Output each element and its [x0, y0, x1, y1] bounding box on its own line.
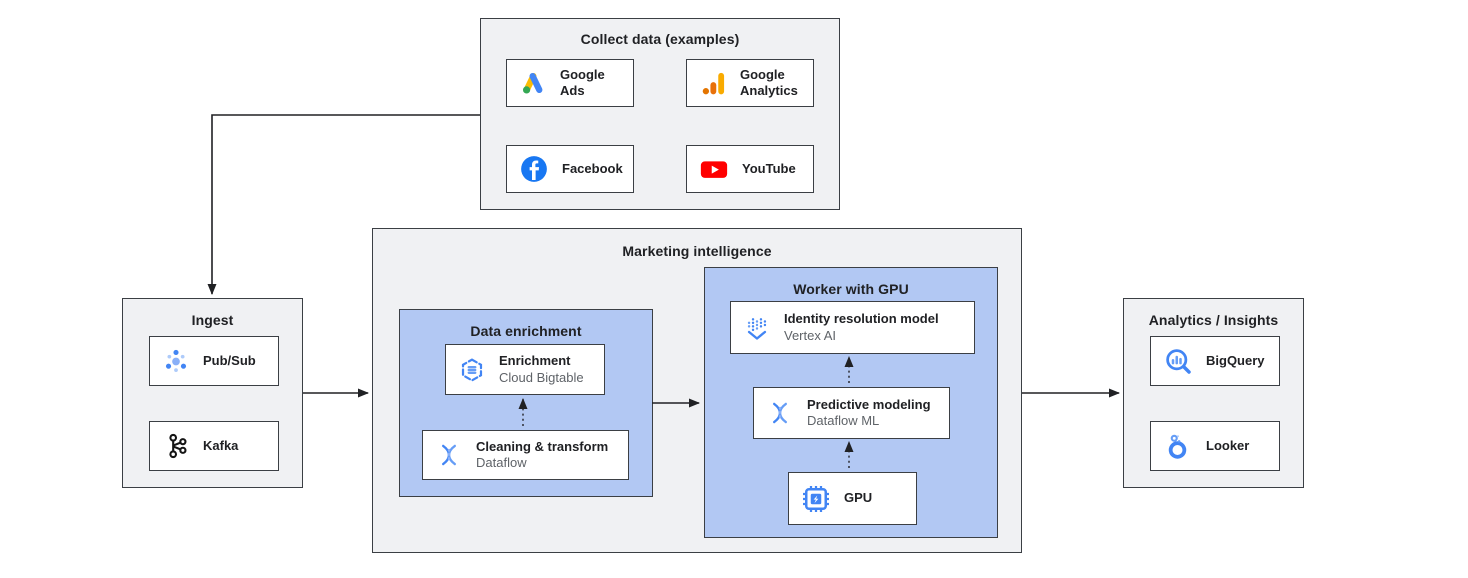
predictive-modeling-card-title: Predictive modeling — [807, 396, 931, 412]
bigquery-icon — [1166, 349, 1191, 374]
cleaning-transform-card-subtitle: Dataflow — [476, 455, 527, 470]
worker-gpu-zone: Worker with GPU Identity resolution — [704, 267, 998, 538]
dataflow-ml-icon — [773, 402, 787, 424]
youtube-card: YouTube — [686, 145, 814, 193]
youtube-icon — [700, 161, 728, 178]
vertex-ai-icon — [747, 317, 767, 340]
marketing-intelligence-title: Marketing intelligence — [622, 243, 772, 259]
gpu-icon — [803, 485, 829, 512]
looker-label: Looker — [1206, 437, 1250, 453]
facebook-icon — [521, 156, 547, 182]
predictive-modeling-card: Predictive modeling Dataflow ML — [753, 387, 950, 439]
enrichment-card-subtitle: Cloud Bigtable — [499, 369, 584, 385]
google-analytics-label-line1: Google — [740, 66, 785, 82]
ingest-group: Ingest Pub/Sub — [122, 298, 303, 488]
pubsub-label: Pub/Sub — [203, 352, 256, 368]
ingest-title: Ingest — [191, 312, 234, 328]
pubsub-card: Pub/Sub — [149, 336, 279, 386]
gpu-card: GPU — [788, 472, 917, 525]
bigquery-card: BigQuery — [1150, 336, 1280, 386]
looker-card: Looker — [1150, 421, 1280, 471]
identity-resolution-card: Identity resolution model Vertex AI — [730, 301, 975, 354]
enrichment-card-title: Enrichment — [499, 353, 571, 369]
data-enrichment-zone: Data enrichment Enrichment Cloud Bigtabl… — [399, 309, 653, 497]
enrichment-card: Enrichment Cloud Bigtable — [445, 344, 605, 395]
cloud-bigtable-icon — [461, 357, 483, 382]
analytics-insights-group: Analytics / Insights BigQuery Looker — [1123, 298, 1304, 488]
pubsub-icon — [165, 349, 187, 372]
gpu-label: GPU — [844, 490, 873, 506]
kafka-label: Kafka — [203, 437, 239, 453]
worker-gpu-title: Worker with GPU — [793, 281, 909, 297]
cleaning-transform-card: Cleaning & transform Dataflow — [422, 430, 629, 480]
google-ads-icon — [522, 72, 543, 94]
collect-data-group: Collect data (examples) Google Ads Googl… — [480, 18, 840, 210]
cleaning-transform-card-title: Cleaning & transform — [476, 438, 609, 454]
bigquery-label: BigQuery — [1206, 352, 1265, 368]
collect-data-title: Collect data (examples) — [580, 31, 740, 47]
youtube-label: YouTube — [742, 160, 796, 176]
predictive-modeling-card-subtitle: Dataflow ML — [807, 413, 880, 428]
google-ads-label-line1: Google — [560, 66, 605, 82]
google-analytics-card: Google Analytics — [686, 59, 814, 107]
kafka-card: Kafka — [149, 421, 279, 471]
dataflow-icon — [442, 444, 456, 466]
google-analytics-icon — [702, 72, 725, 95]
google-ads-card: Google Ads — [506, 59, 634, 107]
facebook-label: Facebook — [562, 160, 623, 176]
kafka-icon — [169, 433, 187, 459]
looker-icon — [1168, 434, 1187, 459]
identity-resolution-card-title: Identity resolution model — [784, 311, 939, 327]
google-ads-label-line2: Ads — [560, 83, 585, 98]
marketing-intelligence-group: Marketing intelligence Data enrichment E… — [372, 228, 1022, 553]
facebook-card: Facebook — [506, 145, 634, 193]
data-enrichment-title: Data enrichment — [470, 323, 582, 339]
google-analytics-label-line2: Analytics — [740, 83, 798, 98]
identity-resolution-card-subtitle: Vertex AI — [784, 327, 837, 343]
analytics-insights-title: Analytics / Insights — [1148, 312, 1279, 328]
